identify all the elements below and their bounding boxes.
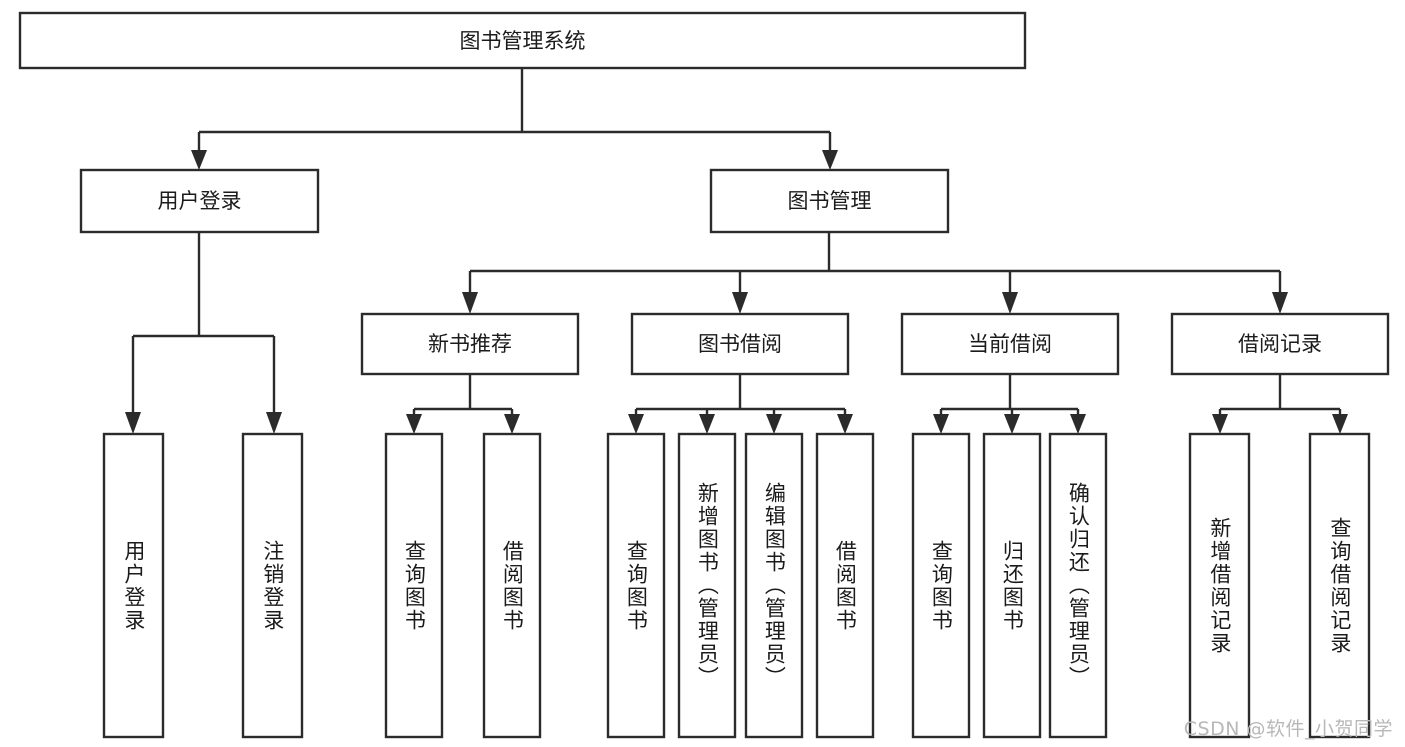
arrow-head-icon	[266, 412, 282, 434]
connector-book-borrow-to-leaves	[628, 374, 853, 434]
arrow-head-icon	[822, 150, 838, 170]
leaf-box-query-borrow-record[interactable]	[1308, 432, 1371, 739]
leaf-box-confirm-return-admin[interactable]	[1048, 432, 1108, 739]
leaf-box-query-book-borrow[interactable]	[606, 432, 666, 739]
arrow-head-icon	[1002, 292, 1018, 314]
connector-new-book-recommend-to-leaves	[406, 374, 520, 434]
arrow-head-icon	[766, 414, 782, 434]
arrow-head-icon	[732, 292, 748, 314]
leaf-box-add-book-admin[interactable]	[677, 432, 737, 739]
node-borrow-records[interactable]: 借阅记录	[1170, 312, 1390, 376]
node-book-management-label: 图书管理	[788, 189, 872, 213]
connector-borrow-records-to-leaves	[1212, 374, 1348, 434]
node-user-login[interactable]: 用户登录	[79, 168, 320, 234]
arrow-head-icon	[1272, 292, 1288, 314]
arrow-head-icon	[1004, 414, 1020, 434]
leaf-box-add-borrow-record[interactable]	[1188, 432, 1251, 739]
node-current-borrow-label: 当前借阅	[968, 332, 1052, 356]
arrow-head-icon	[1332, 414, 1348, 434]
arrow-head-icon	[125, 412, 141, 434]
node-root[interactable]: 图书管理系统	[18, 11, 1027, 70]
connector-book-management-to-level3	[462, 232, 1288, 314]
arrow-head-icon	[462, 292, 478, 314]
arrow-head-icon	[191, 150, 207, 170]
leaf-boxes-group	[102, 432, 1371, 739]
node-new-book-recommend-label: 新书推荐	[428, 332, 512, 356]
leaf-box-edit-book-admin[interactable]	[744, 432, 804, 739]
arrow-head-icon	[406, 414, 422, 434]
connector-current-borrow-to-leaves	[933, 374, 1086, 434]
node-book-borrow[interactable]: 图书借阅	[630, 312, 850, 376]
node-book-management[interactable]: 图书管理	[709, 168, 950, 234]
node-new-book-recommend[interactable]: 新书推荐	[360, 312, 580, 376]
leaf-box-borrow-book-rec[interactable]	[482, 432, 542, 739]
arrow-head-icon	[628, 414, 644, 434]
leaf-box-user-login[interactable]	[102, 432, 165, 739]
node-current-borrow[interactable]: 当前借阅	[900, 312, 1120, 376]
connector-root-to-level2	[191, 68, 838, 170]
watermark-text: CSDN @软件_小贺同学	[1183, 718, 1393, 740]
leaf-box-return-book[interactable]	[982, 432, 1042, 739]
leaf-box-logout[interactable]	[241, 432, 304, 739]
arrow-head-icon	[1212, 414, 1228, 434]
arrow-head-icon	[1070, 414, 1086, 434]
node-user-login-label: 用户登录	[158, 189, 242, 213]
arrow-head-icon	[933, 414, 949, 434]
arrow-head-icon	[504, 414, 520, 434]
node-current-borrow-box[interactable]	[900, 312, 1120, 376]
arrow-head-icon	[699, 414, 715, 434]
connector-user-login-to-leaves	[125, 232, 282, 434]
node-new-book-recommend-box[interactable]	[360, 312, 580, 376]
node-book-borrow-label: 图书借阅	[698, 332, 782, 356]
node-user-login-box[interactable]	[79, 168, 320, 234]
leaf-box-borrow-book[interactable]	[815, 432, 875, 739]
leaf-box-query-book-rec[interactable]	[384, 432, 444, 739]
node-root-box[interactable]	[18, 11, 1027, 70]
node-borrow-records-label: 借阅记录	[1238, 332, 1322, 356]
leaf-box-query-book-current[interactable]	[911, 432, 971, 739]
arrow-head-icon	[837, 414, 853, 434]
node-root-label: 图书管理系统	[460, 29, 586, 53]
